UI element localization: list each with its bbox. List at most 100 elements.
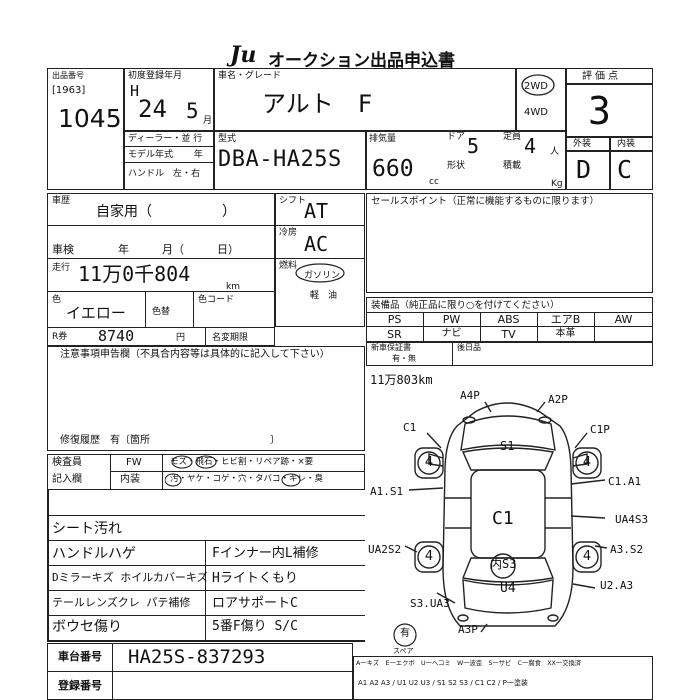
fuel-value: ガソリン	[304, 271, 341, 281]
remark-left-3: Dミラーキズ ホイルカバーキズ	[52, 571, 208, 584]
equip-abs: ABS	[497, 313, 520, 326]
drive-2wd: 2WD	[524, 81, 548, 92]
fw-items: モズ・飛石・ヒビ割・リペア跡・×要	[170, 457, 314, 467]
first-reg-era: H	[130, 82, 140, 100]
inspection-row: 車検 年 月（ 日）	[52, 243, 239, 256]
notes-label: 注意事項申告欄（不具合内容等は具体的に記入して下さい）	[60, 349, 330, 360]
color-value: イエロー	[66, 304, 126, 322]
recycle-value: 8740	[98, 327, 135, 345]
equip-tv: TV	[501, 328, 516, 341]
damage-legend: A一キズ E一エクボ U一ヘコミ W一波歪 S一サビ C一腐食 XX一交換済	[356, 660, 582, 667]
mileage-label: 走行	[52, 263, 71, 273]
dmg-s1: S1	[500, 439, 515, 453]
car-name-label: 車名・グレード	[218, 71, 282, 81]
interior-items: 汚・ヤケ・コゲ・穴・タバコ・キレ・臭	[170, 474, 324, 484]
tire-rl: 4	[424, 549, 434, 564]
drive-circle-mark	[521, 74, 555, 96]
cap-value: 4	[524, 134, 537, 158]
spare-label: スペア	[393, 647, 414, 655]
history-value: 自家用（ ）	[96, 204, 236, 220]
dmg-c1p: C1P	[590, 423, 610, 436]
dmg-a3p: A3P	[458, 623, 478, 636]
spare-tire-icon	[393, 623, 417, 647]
header: Ju オークション出品申込書	[230, 42, 530, 71]
remark-right-2: Hライトくもり	[212, 571, 298, 586]
notes-block	[47, 346, 365, 451]
first-reg-month: 5	[186, 99, 199, 123]
warranty-options: 有・無	[392, 354, 416, 363]
tire-fr: 4	[582, 455, 592, 470]
ownership-label: 名変期限	[212, 333, 249, 343]
ext-grade: D	[576, 155, 592, 184]
equip-label: 装備品（純正品に限り○を付けてください）	[371, 300, 560, 311]
ext-label: 外装	[573, 139, 592, 149]
remark-left-4: テールレンズクレ パテ補修	[52, 596, 191, 609]
fuel-option: 軽 油	[310, 291, 338, 301]
ac-label: 冷房	[279, 228, 298, 238]
model-code: DBA-HA25S	[218, 147, 342, 172]
disp-label: 排気量	[369, 134, 397, 144]
recycle-unit: 円	[176, 333, 186, 343]
shift-label: シフト	[279, 196, 307, 206]
ju-logo: Ju	[230, 42, 257, 68]
dmg-u4: U4	[500, 581, 516, 596]
remark-left-2: ハンドルハゲ	[52, 546, 136, 562]
lot-number: 1045	[58, 104, 122, 133]
chassis-number: HA25S-837293	[128, 646, 266, 668]
equip-leather: 本革	[555, 328, 576, 339]
dmg-a1-s1: A1.S1	[370, 485, 404, 498]
model-label: 型式	[218, 134, 237, 144]
score-value: 3	[588, 89, 611, 133]
equip-sr: SR	[387, 328, 402, 341]
cap-unit: 人	[550, 147, 560, 157]
dmg-c1-front-left: C1	[403, 421, 417, 434]
load-label: 積載	[503, 161, 522, 171]
ac-value: AC	[304, 232, 329, 256]
dmg-s3-ua3: S3.UA3	[410, 597, 450, 610]
registration-label: 登録番号	[58, 679, 102, 692]
mileage-value: 11万0千804	[78, 262, 191, 286]
lot-label: 出品番号	[52, 71, 84, 80]
door-label: ドア	[447, 132, 466, 142]
fw-label: FW	[126, 457, 142, 468]
fuel-circle-mark	[295, 263, 345, 283]
disp-value: 660	[372, 156, 414, 182]
shift-value: AT	[304, 199, 329, 223]
sales-block	[366, 193, 653, 293]
color-code-label: 色コード	[198, 295, 235, 305]
disp-unit: cc	[429, 177, 439, 187]
sales-label: セールスポイント（正常に機能するものに限ります）	[371, 196, 600, 207]
drive-4wd: 4WD	[524, 107, 548, 118]
equip-airbag: エアB	[550, 313, 581, 326]
form-title: オークション出品申込書	[268, 51, 455, 71]
shape-label: 形状	[447, 161, 466, 171]
model-year-row: モデル年式 年	[128, 150, 203, 160]
history-label: 車歴	[52, 196, 71, 206]
inspector-circle-marks	[165, 455, 301, 487]
dmg-c1-roof: C1	[492, 508, 514, 529]
repair-history: 修復履歴 有〔箇所 〕	[60, 435, 280, 446]
manual-label: 後日品	[457, 343, 481, 352]
car-name: アルト F	[262, 90, 373, 118]
dmg-a2p: A2P	[548, 393, 568, 406]
inspector-block	[47, 454, 365, 490]
dmg-u2-a3: U2.A3	[600, 579, 634, 592]
recycle-label: R券	[52, 332, 68, 342]
cap-label: 定員	[503, 132, 522, 142]
dealer-row: ディーラー・並 行	[128, 134, 203, 144]
door-value: 5	[467, 134, 480, 158]
chassis-label: 車台番号	[58, 650, 102, 663]
equip-ps: PS	[387, 313, 402, 326]
interior-label: 内装	[120, 474, 140, 485]
dmg-ua4s3: UA4S3	[615, 513, 649, 526]
color-label: 色	[52, 295, 62, 305]
warranty-label: 新車保証書	[371, 343, 411, 352]
dmg-a4p: A4P	[460, 389, 480, 402]
remark-left-1: シート汚れ	[52, 521, 122, 537]
remark-right-3: ロアサポートC	[212, 596, 298, 611]
lot-sub: [1963]	[52, 85, 86, 96]
car-diagram	[404, 401, 608, 633]
remark-right-4: 5番F傷り S/C	[212, 619, 298, 634]
shift-block	[275, 193, 365, 327]
fuel-label: 燃料	[279, 261, 298, 271]
